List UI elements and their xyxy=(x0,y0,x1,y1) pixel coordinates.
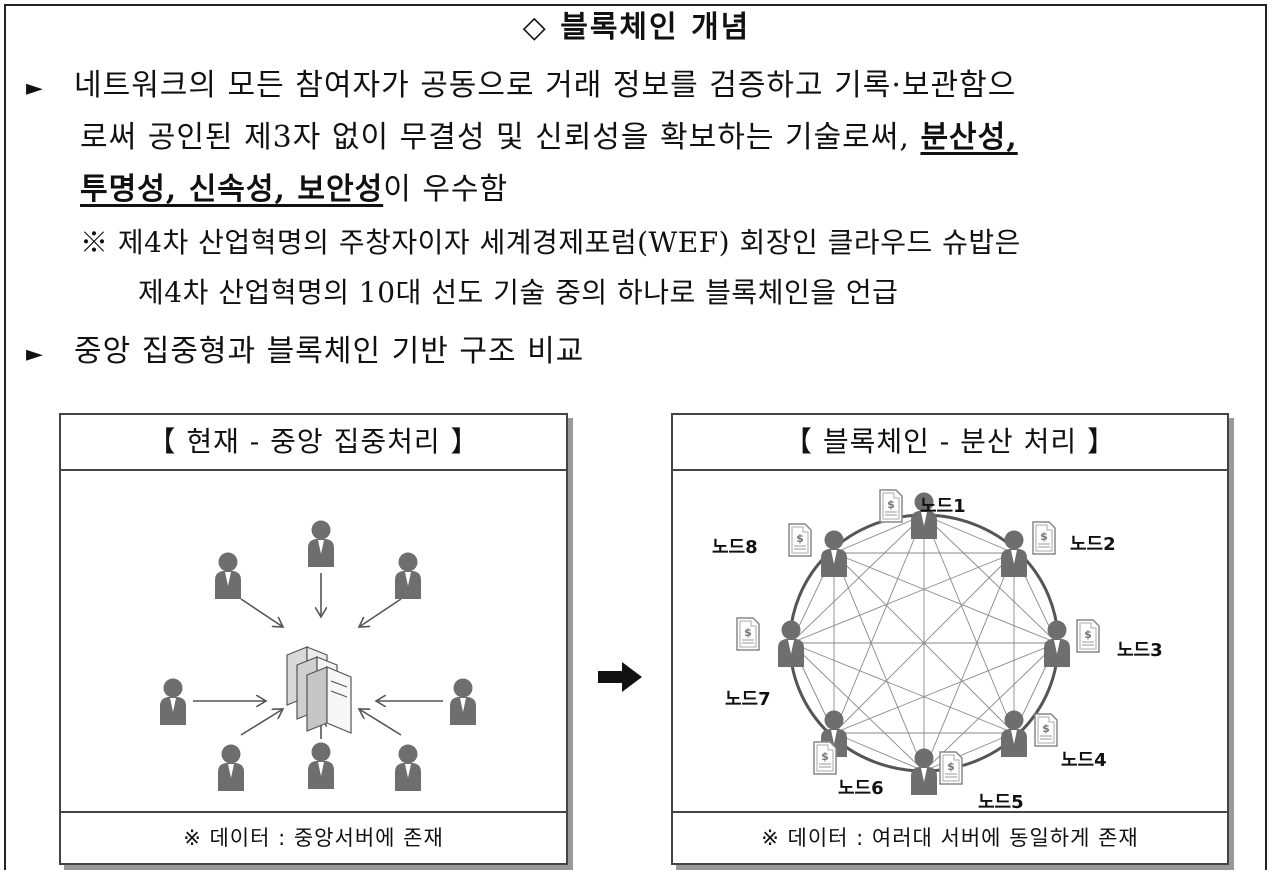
node-label-1: 노드1 xyxy=(920,496,966,517)
ledger-doc-icon xyxy=(813,741,837,775)
note-line-2: 제4차 산업혁명의 10대 선도 기술 중의 하나로 블록체인을 언급 xyxy=(138,276,899,309)
node-label-5: 노드5 xyxy=(978,792,1024,813)
user-icon xyxy=(308,520,334,567)
emphasis-properties: 투명성, 신속성, 보안성 xyxy=(80,172,384,207)
note-line-1: ※ 제4차 산업혁명의 주창자이자 세계경제포럼(WEF) 회장인 클라우드 슈… xyxy=(80,226,1021,259)
node-label-2: 노드2 xyxy=(1070,534,1116,555)
node-7-user-icon xyxy=(778,620,804,667)
ledger-doc-icon xyxy=(1032,521,1056,555)
ledger-doc-icon xyxy=(939,751,963,785)
user-icon xyxy=(218,744,244,791)
centralized-panel: 【 현재 - 중앙 집중처리 】 xyxy=(59,413,568,865)
node-8-user-icon xyxy=(821,530,847,577)
bullet-arrow-icon: ► xyxy=(26,76,44,101)
distributed-diagram: $ xyxy=(736,489,1100,795)
compare-heading: ►중앙 집중형과 블록체인 기반 구조 비교 xyxy=(26,326,584,381)
user-icon xyxy=(160,678,186,725)
ledger-doc-icon xyxy=(788,523,812,557)
distributed-panel-title: 【 블록체인 - 분산 처리 】 xyxy=(673,415,1227,471)
node-label-4: 노드4 xyxy=(1061,750,1107,771)
ledger-doc-icon xyxy=(879,489,903,523)
distributed-panel: 【 블록체인 - 분산 처리 】 $ xyxy=(671,413,1229,865)
intro-line-3: 투명성, 신속성, 보안성이 우수함 xyxy=(80,172,509,207)
user-icon xyxy=(308,742,334,789)
intro-line-2: 로써 공인된 제3자 없이 무결성 및 신뢰성을 확보하는 기술로써, 분산성, xyxy=(80,120,1018,155)
node-label-6: 노드6 xyxy=(838,778,884,799)
node-label-3: 노드3 xyxy=(1117,640,1163,661)
page-frame xyxy=(4,4,1267,870)
transition-arrow-icon xyxy=(598,662,642,692)
centralized-diagram xyxy=(160,520,476,791)
node-label-7: 노드7 xyxy=(725,689,771,710)
page-title: ◇ 블록체인 개념 xyxy=(522,10,751,45)
intro-line-1: ►네트워크의 모든 참여자가 공동으로 거래 정보를 검증하고 기록·보관함으 xyxy=(26,60,1016,115)
ledger-doc-icon xyxy=(736,617,760,651)
node-4-user-icon xyxy=(1001,710,1027,757)
user-icon xyxy=(450,678,476,725)
user-icon xyxy=(215,552,241,599)
centralized-panel-footer: ※ 데이터 : 중앙서버에 존재 xyxy=(61,811,566,863)
bullet-arrow-icon: ► xyxy=(26,342,44,367)
node-5-user-icon xyxy=(911,748,937,795)
node-label-8: 노드8 xyxy=(712,537,758,558)
ledger-doc-icon xyxy=(1034,713,1058,747)
distributed-panel-footer: ※ 데이터 : 여러대 서버에 동일하게 존재 xyxy=(673,811,1227,863)
centralized-panel-title: 【 현재 - 중앙 집중처리 】 xyxy=(61,415,566,471)
user-icon xyxy=(395,744,421,791)
node-3-user-icon xyxy=(1044,620,1070,667)
node-2-user-icon xyxy=(1001,530,1027,577)
ledger-doc-icon xyxy=(1076,619,1100,653)
server-icon xyxy=(286,646,352,734)
emphasis-decentralization: 분산성, xyxy=(920,120,1018,155)
user-icon xyxy=(395,552,421,599)
